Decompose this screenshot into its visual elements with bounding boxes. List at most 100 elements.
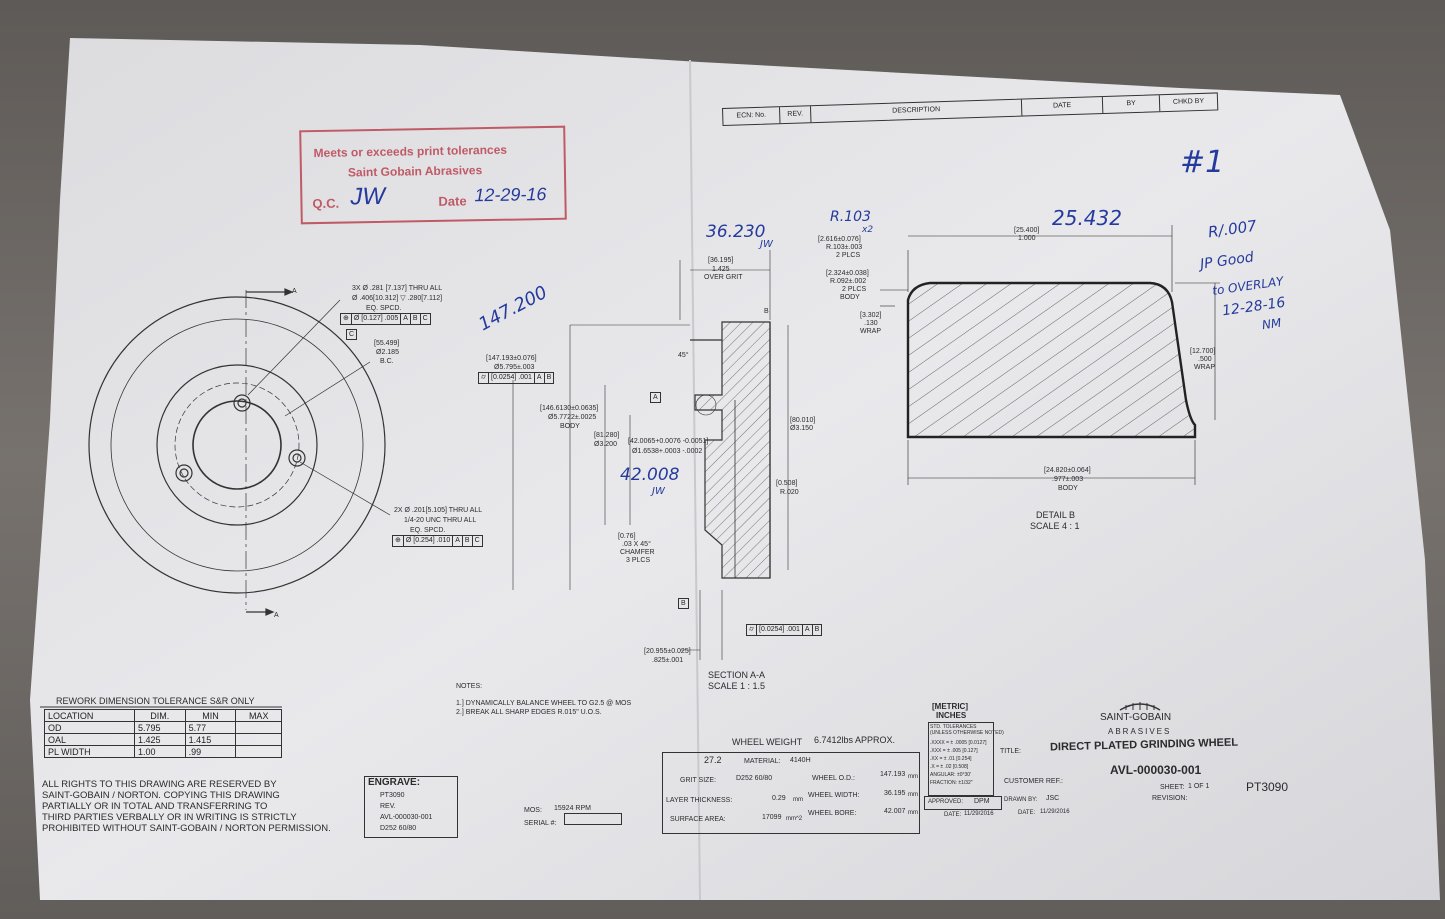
fcf-tol: Ø [0.127] .005	[352, 314, 402, 324]
wrap500-1: .500	[1198, 356, 1212, 363]
spec-code: 27.2	[704, 755, 722, 765]
rework-cell: OD	[44, 721, 135, 734]
bore-1: Ø1.6538+.0003 -.0002	[632, 448, 703, 455]
date2-value: 11/29/2016	[1040, 809, 1070, 815]
width-value: 36.195	[884, 790, 906, 797]
r103-2: 2 PLCS	[836, 252, 861, 259]
rework-cell: OAL	[44, 733, 135, 746]
area-label: SURFACE AREA:	[670, 816, 726, 823]
rev-col-ecn: ECN: No.	[723, 107, 781, 125]
approved-box	[924, 796, 1002, 810]
saint-gobain-logo-icon	[1119, 702, 1161, 711]
rights-4: PROHIBITED WITHOUT SAINT-GOBAIN / NORTON…	[42, 823, 331, 834]
stamp-line1: Meets or exceeds print tolerances	[313, 142, 508, 161]
rework-cell: 5.795	[133, 721, 186, 734]
hand-bore: 42.008	[620, 465, 680, 485]
fcf-datum-a: A	[401, 314, 411, 324]
fcf-datum-a: A	[535, 373, 545, 383]
rights-2: PARTIALLY OR IN TOTAL AND TRANSFERRING T…	[42, 801, 268, 812]
chamfer-3: 3 PLCS	[626, 557, 651, 564]
angle-45: 45°	[678, 352, 689, 359]
wrap130-2: WRAP	[860, 328, 881, 335]
tap-fcf: ⊕ Ø [0.254] .010 A B C	[392, 535, 483, 547]
fcf-tol: Ø [0.254] .010	[404, 536, 454, 546]
units-metric: [METRIC]	[932, 702, 968, 711]
stamp-qc-value: JW	[350, 182, 386, 211]
date2-label: DATE:	[1018, 810, 1036, 816]
rework-header-min: MIN	[184, 709, 237, 722]
hand-over-grit-init: JW	[760, 239, 773, 250]
rework-title: REWORK DIMENSION TOLERANCE S&R ONLY	[56, 696, 255, 706]
tol-2: .XX = ± .01 [0.254]	[930, 756, 972, 762]
bore-0: [42.0065+0.0076 -0.0051]	[628, 438, 709, 445]
bottom-fcf: ⌭ [0.0254] .001 A B	[746, 624, 823, 636]
rework-header-location: LOCATION	[44, 709, 135, 722]
d3200-1: Ø3.200	[594, 441, 617, 448]
fcf-datum-b: B	[546, 374, 552, 381]
fcf-tol: [0.0254] .001	[489, 373, 535, 383]
rework-cell: 1.00	[133, 745, 186, 758]
hole-note-2: EQ. SPCD.	[366, 305, 402, 312]
rework-cell: 5.77	[184, 721, 237, 734]
over-grit-2: OVER GRIT	[704, 274, 743, 281]
tol-3: .X = ± .02 [0.508]	[930, 764, 969, 770]
rework-cell: 1.425	[133, 733, 186, 746]
material-label: MATERIAL:	[744, 758, 781, 765]
material-value: 4140H	[790, 757, 811, 764]
part-number: AVL-000030-001	[1110, 763, 1202, 777]
tol-1: .XXX = ± .005 [0.127]	[930, 748, 978, 754]
r020-0: [0.508]	[776, 480, 798, 487]
d3150-0: [80.010]	[790, 417, 816, 424]
engrave-box	[364, 776, 458, 838]
tap-note-2: EQ. SPCD.	[410, 527, 446, 534]
engrave-line-3: D252 60/80	[380, 825, 417, 832]
datum-c-box: C	[346, 329, 358, 340]
chamfer-1: .03 X 45°	[622, 541, 651, 548]
sheet-label: SHEET:	[1160, 784, 1185, 791]
hole-note-1: Ø .406[10.312] ▽ .280[7.112]	[352, 295, 443, 302]
datum-b-label: B	[764, 308, 769, 315]
pt-number: PT3090	[1246, 780, 1289, 794]
fcf-datum-b: B	[463, 536, 473, 546]
chamfer-0: [0.76]	[618, 533, 636, 540]
wrap500-0: [12.700]	[1190, 348, 1216, 355]
rework-cell	[235, 721, 282, 734]
table-header-row: LOCATION DIM. MIN MAX	[44, 709, 282, 722]
company-sub: ABRASIVES	[1108, 727, 1172, 736]
grit-value: D252 60/80	[736, 775, 773, 782]
fcf-symbol: ⊕	[393, 536, 404, 546]
engrave-line-1: REV.	[380, 803, 396, 810]
wrap500-2: WRAP	[1194, 364, 1215, 371]
bc-note-1: Ø2.185	[376, 349, 399, 356]
datum-a-box: A	[650, 392, 661, 403]
rights-1: SAINT-GOBAIN / NORTON. COPYING THIS DRAW…	[42, 790, 280, 801]
units-inches: INCHES	[936, 711, 967, 720]
hand-radius-x2: x2	[862, 225, 874, 235]
r092-3: BODY	[840, 294, 860, 301]
body-bottom-1: .977±.003	[1052, 476, 1084, 483]
bc-note-2: B.C.	[380, 358, 394, 365]
hand-width: 25.432	[1052, 206, 1122, 230]
hand-bore-init: JW	[652, 486, 665, 497]
qc-stamp: Meets or exceeds print tolerances Saint …	[299, 125, 567, 225]
fcf-datum-b: B	[814, 626, 820, 633]
body-bottom-0: [24.820±0.064]	[1044, 467, 1091, 474]
body-dim-1: Ø5.7722±.0025	[548, 414, 597, 421]
tap-note-0: 2X Ø .201[5.105] THRU ALL	[394, 507, 483, 514]
section-label-bottom: A	[274, 612, 279, 619]
rework-cell	[235, 733, 282, 746]
bore-label: WHEEL BORE:	[808, 810, 857, 817]
layer-value: 0.29	[772, 795, 786, 802]
datum-b-box: B	[678, 598, 689, 609]
d3150-1: Ø3.150	[790, 425, 813, 432]
serial-label: SERIAL #:	[524, 820, 557, 827]
detail-title-1: SCALE 4 : 1	[1030, 521, 1080, 531]
fcf-datum-b: B	[411, 314, 421, 324]
mos-label: MOS:	[524, 807, 542, 814]
width-unit: mm	[908, 792, 918, 798]
layer-unit: mm	[793, 797, 803, 803]
engrave-line-2: AVL-000030-001	[380, 814, 433, 821]
width-label: WHEEL WIDTH:	[808, 792, 860, 799]
fcf-symbol: ⌭	[479, 373, 490, 383]
